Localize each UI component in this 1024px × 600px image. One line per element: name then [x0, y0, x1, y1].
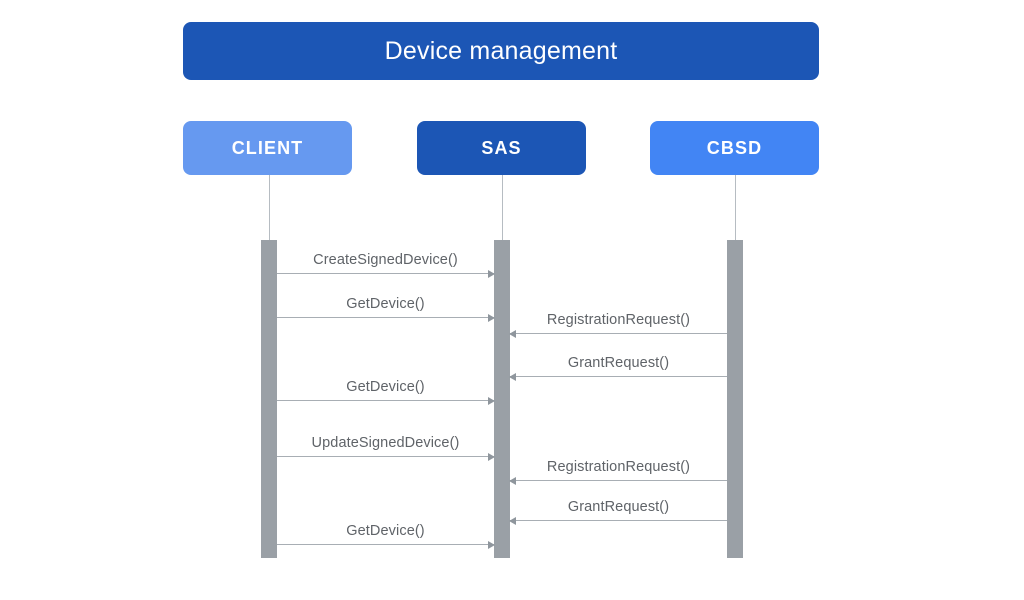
arrow-left-icon: [509, 372, 516, 381]
arrow-right-icon: [488, 452, 495, 461]
message-label: GetDevice(): [346, 296, 425, 312]
arrow-right-icon: [488, 313, 495, 322]
message-client-to-sas[interactable]: GetDevice(): [277, 523, 495, 549]
arrow-right-icon: [488, 269, 495, 278]
message-client-to-sas[interactable]: UpdateSignedDevice(): [277, 435, 495, 461]
message-client-to-sas[interactable]: GetDevice(): [277, 379, 495, 405]
message-line: [510, 376, 727, 377]
message-label: GetDevice(): [346, 523, 425, 539]
message-line: [277, 544, 494, 545]
message-label: RegistrationRequest(): [546, 312, 691, 328]
diagram-title: Device management: [384, 36, 618, 65]
arrow-left-icon: [509, 476, 516, 485]
participant-label-cbsd: CBSD: [706, 137, 763, 158]
message-line: [510, 333, 727, 334]
message-line: [277, 273, 494, 274]
arrow-right-icon: [488, 396, 495, 405]
arrow-left-icon: [509, 516, 516, 525]
message-label: CreateSignedDevice(): [313, 252, 458, 268]
message-cbsd-to-sas[interactable]: GrantRequest(): [509, 499, 727, 525]
message-line: [277, 456, 494, 457]
participant-label-client: CLIENT: [231, 137, 304, 158]
activation-bar-client: [261, 240, 277, 558]
participant-header-cbsd[interactable]: CBSD: [650, 121, 819, 175]
message-label: GetDevice(): [346, 379, 425, 395]
message-line: [510, 520, 727, 521]
message-cbsd-to-sas[interactable]: RegistrationRequest(): [509, 312, 727, 338]
message-label: GrantRequest(): [567, 499, 670, 515]
message-label: UpdateSignedDevice(): [311, 435, 460, 451]
participant-header-sas[interactable]: SAS: [417, 121, 586, 175]
arrow-left-icon: [509, 329, 516, 338]
message-line: [510, 480, 727, 481]
activation-bar-cbsd: [727, 240, 743, 558]
arrow-right-icon: [488, 540, 495, 549]
diagram-title-bar: Device management: [183, 22, 819, 80]
activation-bar-sas: [494, 240, 510, 558]
participant-header-client[interactable]: CLIENT: [183, 121, 352, 175]
message-label: RegistrationRequest(): [546, 459, 691, 475]
message-line: [277, 317, 494, 318]
message-client-to-sas[interactable]: GetDevice(): [277, 296, 495, 322]
message-cbsd-to-sas[interactable]: GrantRequest(): [509, 355, 727, 381]
message-cbsd-to-sas[interactable]: RegistrationRequest(): [509, 459, 727, 485]
participant-label-sas: SAS: [481, 137, 522, 158]
message-line: [277, 400, 494, 401]
message-label: GrantRequest(): [567, 355, 670, 371]
message-client-to-sas[interactable]: CreateSignedDevice(): [277, 252, 495, 278]
